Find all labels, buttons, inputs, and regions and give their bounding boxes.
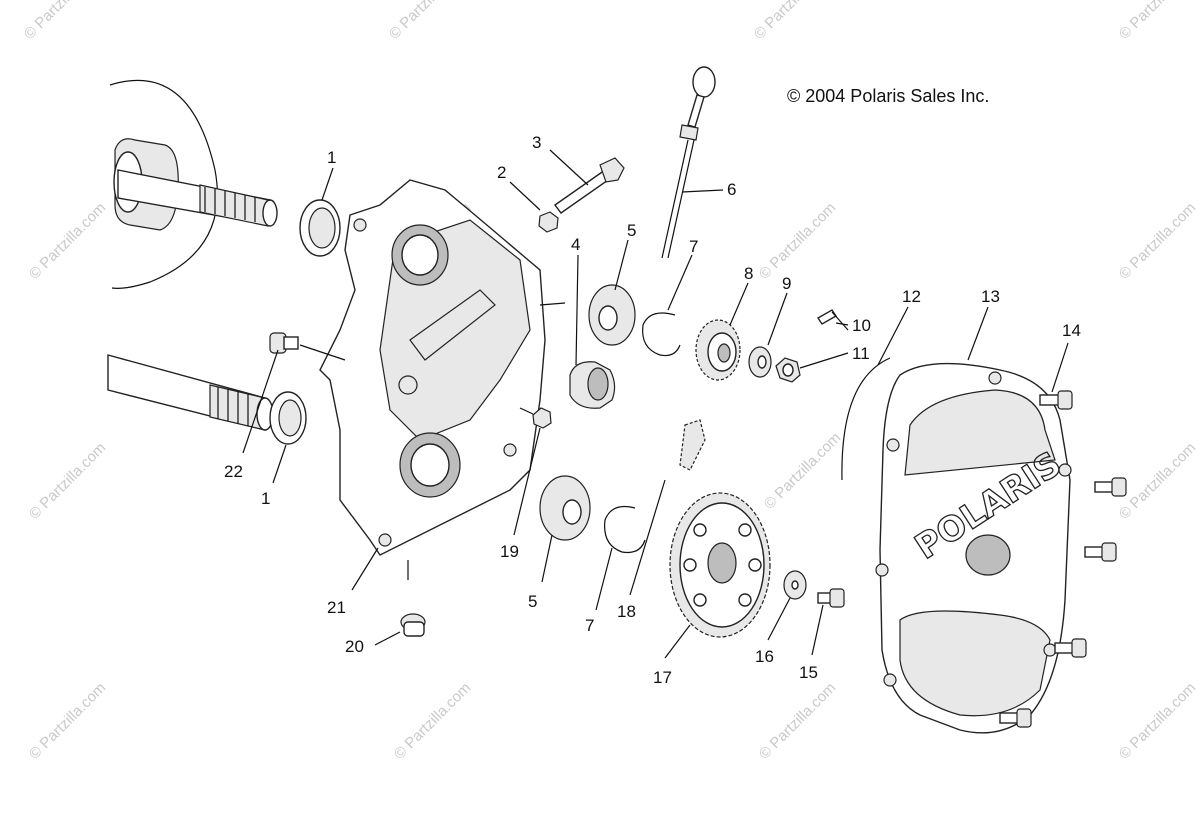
callout-22: 22 xyxy=(224,462,243,481)
watermark: © Partzilla.com xyxy=(26,679,109,762)
watermark: © Partzilla.com xyxy=(1116,679,1199,762)
callout-1: 1 xyxy=(261,489,270,508)
callout-3: 3 xyxy=(532,133,541,152)
snap-ring-upper xyxy=(642,312,681,357)
callout-6: 6 xyxy=(727,180,736,199)
callout-1: 1 xyxy=(327,148,336,167)
callout-7: 7 xyxy=(585,616,594,635)
bearing-lower xyxy=(539,475,591,541)
brake-disc-and-driveshaft xyxy=(109,79,278,289)
callout-2: 2 xyxy=(497,163,506,182)
seal-upper xyxy=(299,199,341,257)
watermark: © Partzilla.com xyxy=(751,0,834,43)
callout-20: 20 xyxy=(345,637,364,656)
callout-12: 12 xyxy=(902,287,921,306)
watermark: © Partzilla.com xyxy=(386,0,469,43)
lower-driveshaft xyxy=(107,354,274,431)
watermark: © Partzilla.com xyxy=(26,439,109,522)
callout-15: 15 xyxy=(799,663,818,682)
callout-14: 14 xyxy=(1062,321,1081,340)
callout-5: 5 xyxy=(627,221,636,240)
watermark: © Partzilla.com xyxy=(761,429,844,512)
callout-7: 7 xyxy=(689,237,698,256)
cotter-pin xyxy=(817,309,849,331)
washer-9 xyxy=(748,346,772,378)
callouts: 1 1 2 3 4 5 5 6 7 7 8 9 10 11 12 13 14 1… xyxy=(224,133,1081,687)
nut-19 xyxy=(532,407,552,429)
drive-chain xyxy=(679,419,706,471)
callout-5: 5 xyxy=(528,592,537,611)
bolt-15 xyxy=(817,588,845,608)
callout-11: 11 xyxy=(852,344,870,363)
callout-16: 16 xyxy=(755,647,774,666)
watermark: © Partzilla.com xyxy=(391,679,474,762)
callout-17: 17 xyxy=(653,668,672,687)
copyright-notice: © 2004 Polaris Sales Inc. xyxy=(787,86,989,106)
washer-16 xyxy=(783,570,807,600)
callout-13: 13 xyxy=(981,287,1000,306)
callout-19: 19 xyxy=(500,542,519,561)
bearing-upper xyxy=(588,284,636,346)
drain-plug xyxy=(400,613,426,637)
watermark: © Partzilla.com xyxy=(1116,439,1199,522)
callout-4: 4 xyxy=(571,235,580,254)
nut-2 xyxy=(538,211,559,233)
watermark: © Partzilla.com xyxy=(756,679,839,762)
callout-18: 18 xyxy=(617,602,636,621)
snap-ring-lower xyxy=(604,505,646,554)
leader-lines xyxy=(242,149,1069,659)
watermark: © Partzilla.com xyxy=(1116,199,1199,282)
chain-tensioner xyxy=(569,361,616,409)
dipstick xyxy=(661,66,716,259)
small-sprocket xyxy=(695,319,741,381)
callout-21: 21 xyxy=(327,598,346,617)
seal-lower xyxy=(269,391,307,445)
bolt-3 xyxy=(554,157,625,214)
chaincase-housing xyxy=(319,179,546,556)
large-sprocket xyxy=(669,492,771,638)
watermark: © Partzilla.com xyxy=(756,199,839,282)
watermark: © Partzilla.com xyxy=(26,199,109,282)
bolt-22 xyxy=(269,332,299,354)
watermark: © Partzilla.com xyxy=(21,0,104,43)
callout-9: 9 xyxy=(782,274,791,293)
gasket xyxy=(841,357,891,481)
chaincase-cover: POLARIS xyxy=(875,362,1072,734)
callout-10: 10 xyxy=(852,316,871,335)
castle-nut xyxy=(775,357,801,383)
watermark: © Partzilla.com xyxy=(1116,0,1199,43)
cover-bolts xyxy=(999,390,1127,728)
callout-8: 8 xyxy=(744,264,753,283)
